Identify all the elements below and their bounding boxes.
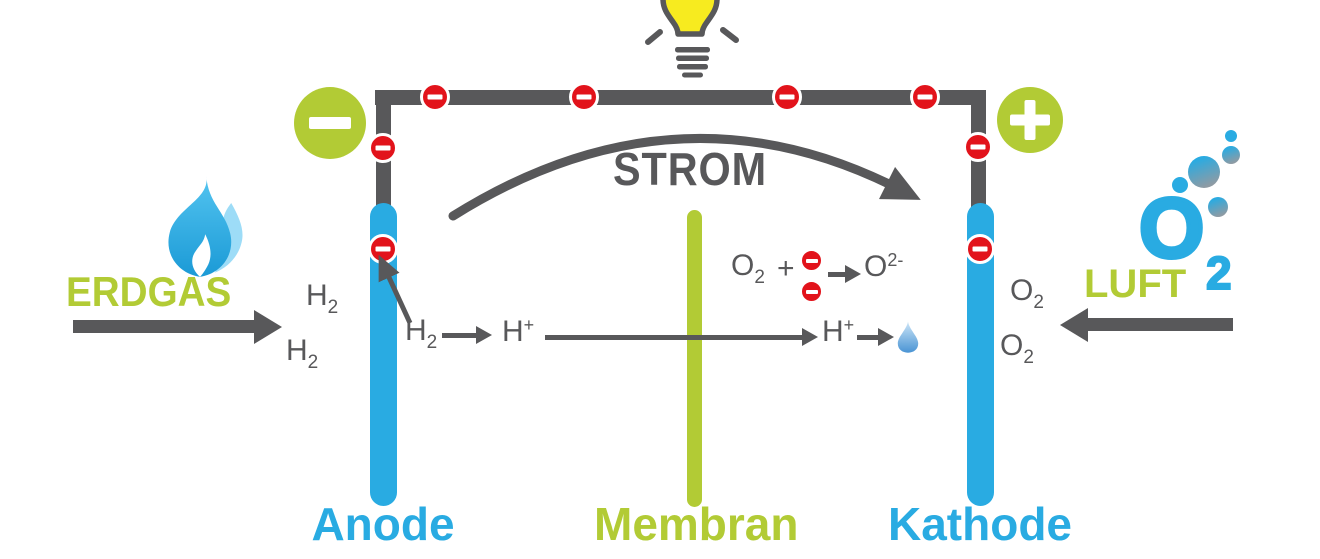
membran-label: Membran (594, 498, 799, 550)
arrow-right-icon (73, 309, 282, 344)
h2-label: H2 (286, 334, 319, 373)
light-bulb-icon (645, 0, 739, 78)
minus-badge-icon (294, 87, 366, 159)
anode-label: Anode (311, 498, 455, 550)
o2-reaction-arrow-icon (828, 265, 861, 283)
o2-logo-letter: O (1137, 181, 1206, 275)
electron-icon (569, 82, 599, 112)
erdgas-label: ERDGAS (66, 268, 232, 315)
electron-icon (910, 82, 940, 112)
membran-bar (687, 210, 702, 507)
electron-icon (965, 234, 995, 264)
electron-icon (368, 133, 398, 163)
o2-label: O2 (1010, 274, 1044, 313)
plus-badge-icon (997, 87, 1063, 153)
o2-logo-subscript: 2 (1205, 247, 1233, 299)
h2-label: H2 (306, 279, 339, 318)
arrow-left-icon (1060, 307, 1233, 342)
strom-label: STROM (613, 143, 767, 195)
hplus-label: H+ (502, 315, 535, 348)
plus-sign: + (777, 252, 795, 285)
water-drop-icon (897, 319, 919, 353)
o2-label: O2 (1000, 329, 1034, 368)
strom-arrow-icon (448, 133, 921, 221)
h2-to-hplus-arrow-icon (442, 326, 492, 344)
electron-icon (963, 132, 993, 162)
hplus-to-water-arrow-icon (857, 328, 894, 346)
o2minus-label: O2- (864, 250, 904, 283)
electron-icon (772, 82, 802, 112)
luft-label: LUFT (1084, 262, 1187, 306)
electron-icon (800, 249, 823, 272)
o2-label: O2 (731, 249, 765, 288)
flame-icon (168, 176, 243, 277)
kathode-label: Kathode (888, 498, 1072, 550)
h2-to-electron-arrow-icon (378, 255, 413, 325)
electron-icon (800, 280, 823, 303)
h2-label: H2 (405, 314, 438, 353)
electron-icon (420, 82, 450, 112)
hplus-label: H+ (822, 315, 855, 348)
proton-transport-arrow-icon (545, 328, 818, 346)
circuit-wire-top (375, 90, 985, 105)
